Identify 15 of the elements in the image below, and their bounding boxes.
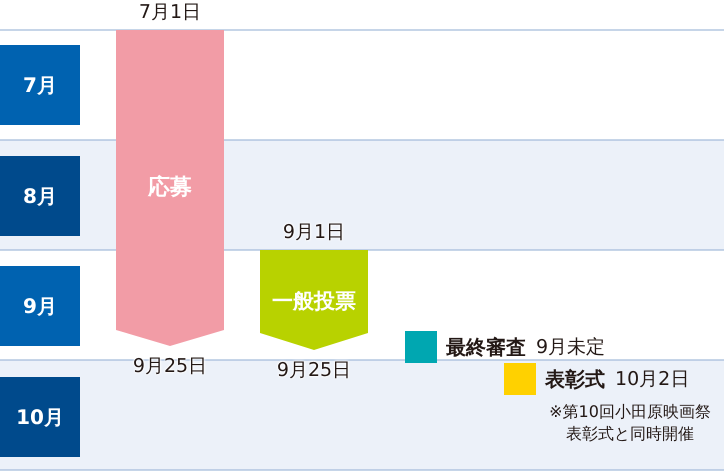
date-label: 7月1日 bbox=[138, 3, 202, 22]
month-header: 7月 bbox=[0, 45, 80, 125]
footnote: ※第10回小田原映画祭表彰式と同時開催 bbox=[548, 401, 712, 445]
period-label: 一般投票 bbox=[272, 291, 356, 312]
date-label: 9月25日 bbox=[132, 357, 208, 376]
month-header: 8月 bbox=[0, 156, 80, 236]
event-date: 9月未定 bbox=[536, 338, 606, 356]
period-label: 応募 bbox=[148, 177, 192, 199]
event-date: 10月2日 bbox=[615, 370, 690, 388]
event-title: 最終審査 bbox=[446, 337, 526, 357]
month-header: 10月 bbox=[0, 377, 80, 457]
date-label: 9月25日 bbox=[276, 361, 352, 380]
date-label: 9月1日 bbox=[282, 223, 346, 242]
event-title: 表彰式 bbox=[545, 369, 605, 389]
month-header: 9月 bbox=[0, 266, 80, 346]
